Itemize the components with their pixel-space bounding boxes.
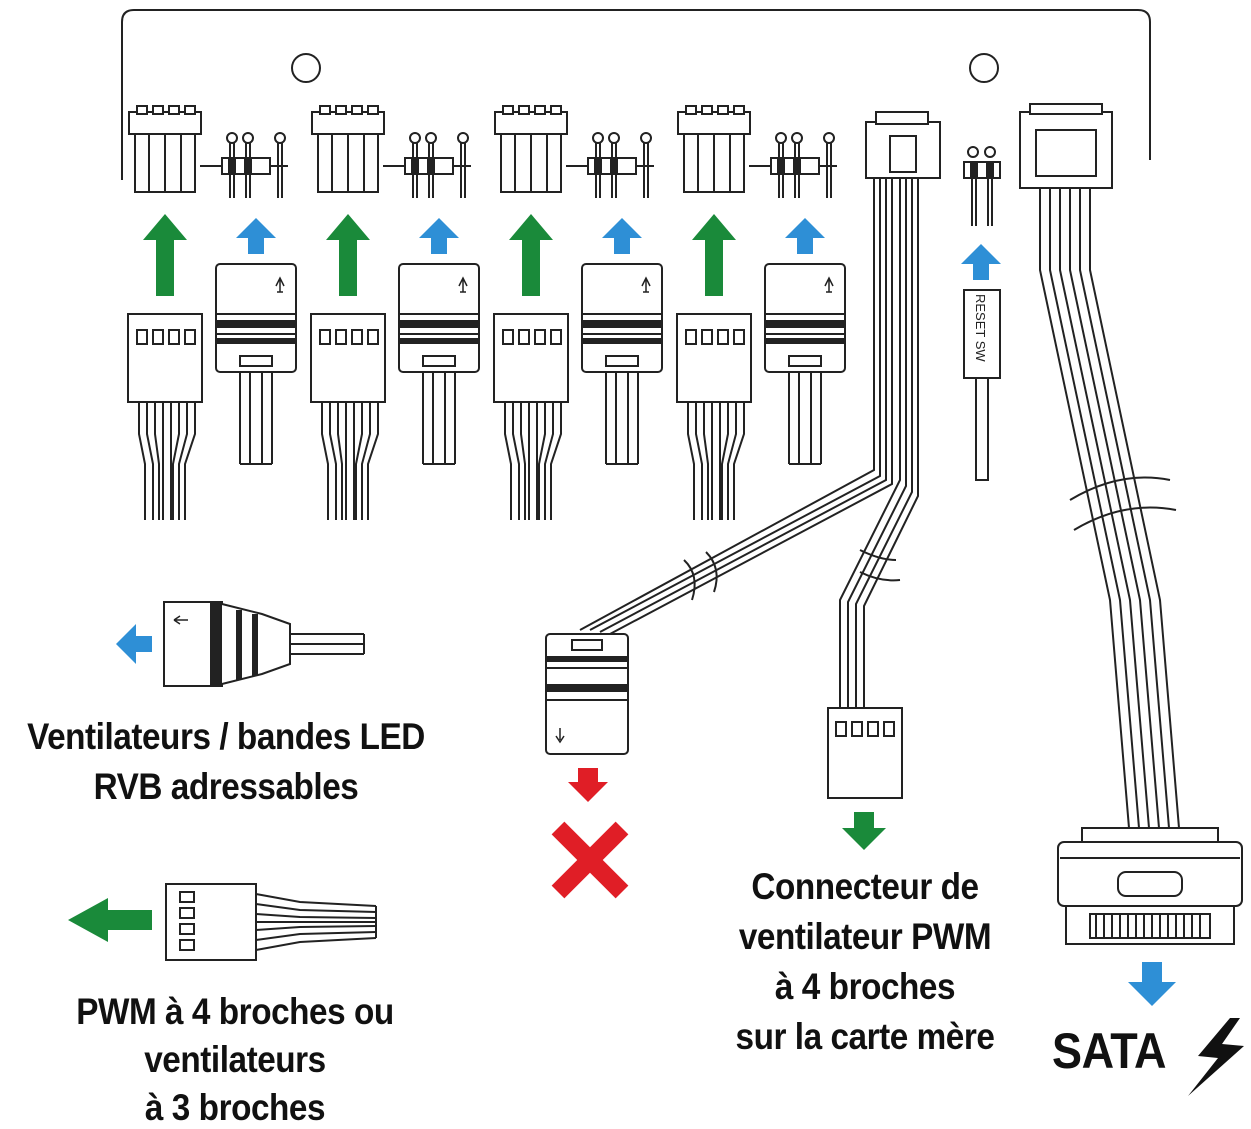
fan-header-2: [311, 105, 385, 193]
pwm-label-line3: à 3 broches: [144, 1087, 326, 1128]
fan-plug-4: [676, 313, 752, 521]
board-main-connector: [865, 111, 941, 179]
sata-cable: [1039, 188, 1181, 841]
sata-arrow: [1128, 962, 1176, 1006]
argb-arrow-2: [419, 218, 459, 254]
argb-plug-2: [398, 263, 480, 465]
mobo-label-line3: à 4 broches: [774, 966, 956, 1007]
argb-label-line2: RVB adressables: [93, 766, 359, 807]
argb-plug-1: [215, 263, 297, 465]
sata-label: SATA: [1052, 1023, 1167, 1079]
argb-label: Ventilateurs / bandes LED RVB adressable…: [23, 712, 430, 812]
argb-arrow-1: [236, 218, 276, 254]
fan-arrow-1: [143, 214, 187, 296]
lightning-bolt-icon: [1188, 1018, 1244, 1096]
hub-board: [121, 9, 1151, 180]
fan-arrow-3: [509, 214, 553, 296]
pwm-label: PWM à 4 broches ou ventilateurs à 3 broc…: [42, 988, 429, 1129]
argb-plug-4: [764, 263, 846, 465]
main-cable: [579, 178, 919, 708]
pwm-label-line2: ventilateurs: [144, 1039, 326, 1080]
mobo-label: Connecteur de ventilateur PWM à 4 broche…: [721, 862, 1009, 1062]
fan-arrow-2: [326, 214, 370, 296]
red-x-icon: [551, 821, 629, 899]
mobo-pwm-plug: [827, 707, 903, 799]
fan-header-4: [677, 105, 751, 193]
reset-switch-plug: RESET SW: [963, 289, 1001, 481]
pwm-label-line1: PWM à 4 broches ou: [76, 991, 394, 1032]
reset-switch-label: RESET SW: [973, 294, 988, 362]
legend-argb-plug: [116, 601, 365, 687]
not-connected-arrow: [568, 768, 608, 802]
fan-header-1: [128, 105, 202, 193]
fan-plug-3: [493, 313, 569, 521]
reset-header: [963, 146, 1001, 226]
cable-break-1: [683, 551, 718, 601]
cable-break-2: [859, 549, 901, 582]
legend-fan-plug: [68, 883, 377, 961]
fan-plug-2: [310, 313, 386, 521]
reset-arrow: [961, 244, 1001, 280]
argb-arrow-4: [785, 218, 825, 254]
fan-plug-1: [127, 313, 203, 521]
board-sata-connector: [1019, 103, 1113, 189]
sata-plug: [1057, 827, 1243, 945]
mount-hole-right: [969, 53, 999, 83]
fan-arrow-4: [692, 214, 736, 296]
fan-header-3: [494, 105, 568, 193]
argb-label-line1: Ventilateurs / bandes LED: [27, 716, 425, 757]
mobo-label-line4: sur la carte mère: [735, 1016, 995, 1057]
mobo-label-line1: Connecteur de: [751, 866, 979, 907]
sata-cable-break: [1069, 476, 1177, 531]
mobo-arrow: [842, 812, 886, 850]
mount-hole-left: [291, 53, 321, 83]
mobo-label-line2: ventilateur PWM: [738, 916, 992, 957]
unused-argb-plug: [545, 633, 629, 755]
argb-plug-3: [581, 263, 663, 465]
argb-arrow-3: [602, 218, 642, 254]
